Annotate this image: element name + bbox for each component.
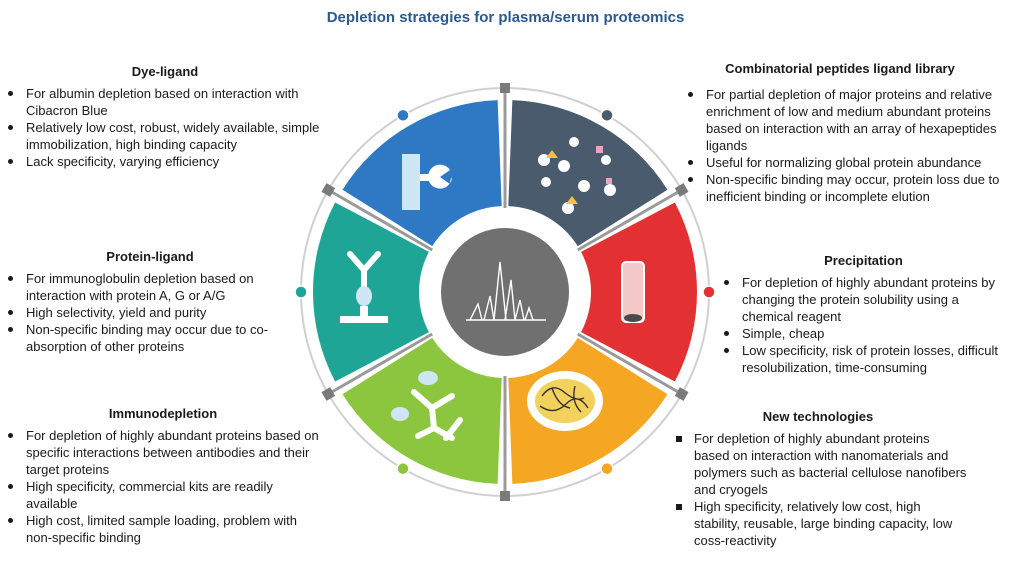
list-item: For immunoglobulin depletion based on in… [0, 270, 300, 304]
list-item: For partial depletion of major proteins … [680, 86, 1000, 154]
protein-ligand-icon [340, 251, 388, 323]
connector-node [500, 491, 510, 501]
list-item: For depletion of highly abundant protein… [668, 430, 968, 498]
precipitation-list: For depletion of highly abundant protein… [716, 274, 1011, 376]
new-technologies-panel: New technologies For depletion of highly… [668, 408, 968, 549]
ring-dot [396, 108, 410, 123]
combinatorial-list: For partial depletion of major proteins … [680, 86, 1000, 205]
list-item: Relatively low cost, robust, widely avai… [0, 119, 330, 153]
new-technologies-list: For depletion of highly abundant protein… [668, 430, 968, 549]
immunodepletion-title: Immunodepletion [108, 406, 218, 421]
list-item: High cost, limited sample loading, probl… [0, 512, 326, 546]
immunodepletion-list: For depletion of highly abundant protein… [0, 427, 326, 546]
protein-ligand-panel: Protein-ligand For immunoglobulin deplet… [0, 248, 300, 355]
ring-dot [294, 285, 308, 299]
wheel-dots [294, 108, 716, 476]
list-item: High selectivity, yield and purity [0, 304, 300, 321]
list-item: For albumin depletion based on interacti… [0, 85, 330, 119]
connector-node [674, 183, 689, 197]
protein-ligand-title: Protein-ligand [106, 249, 194, 264]
page-title: Depletion strategies for plasma/serum pr… [326, 9, 685, 26]
connector-node [321, 387, 336, 401]
peptide-beads-icon [538, 137, 616, 214]
precipitation-title: Precipitation [824, 253, 903, 268]
segment-connector [327, 332, 434, 396]
test-tube-icon [621, 261, 645, 323]
connector-node [321, 183, 336, 197]
new-technologies-title: New technologies [762, 409, 874, 424]
list-item: For depletion of highly abundant protein… [0, 427, 326, 478]
dye-ligand-segment [342, 100, 502, 247]
dye-ligand-title: Dye-ligand [131, 64, 199, 79]
ring-dot [600, 108, 614, 123]
hub [441, 228, 569, 356]
protein-ligand-list: For immunoglobulin depletion based on in… [0, 270, 300, 355]
immunodepletion-panel: Immunodepletion For depletion of highly … [0, 405, 326, 546]
dye-ligand-panel: Dye-ligand For albumin depletion based o… [0, 63, 330, 170]
combinatorial-title: Combinatorial peptides ligand library [725, 61, 955, 76]
nanofiber-icon [527, 371, 603, 431]
precipitation-panel: Precipitation For depletion of highly ab… [716, 252, 1011, 376]
ring-dot [600, 461, 614, 476]
combinatorial-panel: Combinatorial peptides ligand library Fo… [680, 60, 1000, 205]
list-item: For depletion of highly abundant protein… [716, 274, 1011, 325]
list-item: Useful for normalizing global protein ab… [680, 154, 1000, 171]
dye-ligand-icon [402, 154, 452, 210]
list-item: Lack specificity, varying efficiency [0, 153, 330, 170]
dye-ligand-list: For albumin depletion based on interacti… [0, 85, 330, 170]
immunodepletion-segment [342, 337, 502, 484]
ring-dot [396, 461, 410, 476]
wheel-connectors [321, 83, 689, 501]
list-item: Non-specific binding may occur, protein … [680, 171, 1000, 205]
segment-connector [576, 188, 683, 252]
connector-node [674, 387, 689, 401]
ring-dot [702, 285, 716, 299]
list-item: High specificity, commercial kits are re… [0, 478, 326, 512]
list-item: High specificity, relatively low cost, h… [668, 498, 968, 549]
list-item: Non-specific binding may occur due to co… [0, 321, 300, 355]
library-segment [508, 100, 668, 247]
antibody-icon [411, 389, 463, 441]
connector-node [500, 83, 510, 93]
segment-connector [327, 188, 434, 252]
chromatogram-icon [466, 261, 546, 321]
antigen-icon [391, 371, 438, 421]
list-item: Simple, cheap [716, 325, 1011, 342]
segment-connector [576, 332, 683, 396]
list-item: Low specificity, risk of protein losses,… [716, 342, 1011, 376]
